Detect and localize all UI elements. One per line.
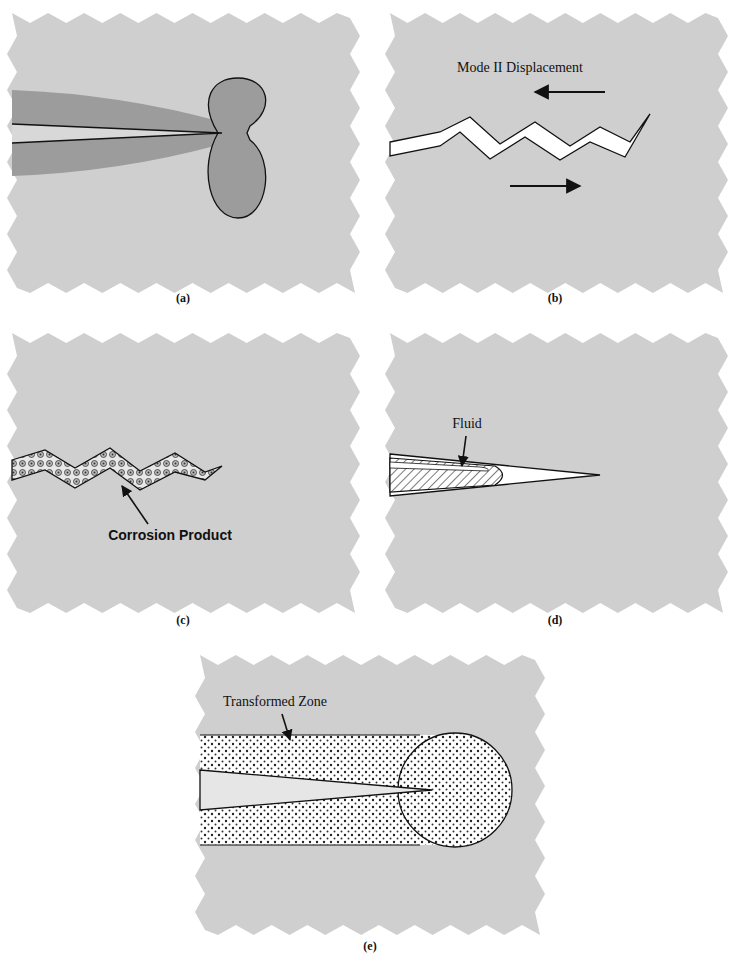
corrosion-label: Corrosion Product xyxy=(108,527,232,543)
fluid-label: Fluid xyxy=(452,416,482,432)
panel-ground xyxy=(7,333,360,613)
panel-ground xyxy=(7,13,360,293)
panel-ground xyxy=(385,13,728,293)
panel-letter: (e) xyxy=(363,940,376,954)
mode-label: Mode II Displacement xyxy=(457,60,583,76)
panel-letter: (d) xyxy=(548,614,563,628)
panel-letter: (c) xyxy=(176,614,189,628)
panel-letter: (b) xyxy=(548,292,563,306)
panel-ground xyxy=(385,333,728,613)
panel-letter: (a) xyxy=(176,292,190,306)
panel-d-figure xyxy=(390,436,600,496)
zone-label: Transformed Zone xyxy=(223,694,327,710)
panel-ground xyxy=(195,655,545,935)
panel-c-figure xyxy=(12,448,222,524)
panel-a-figure xyxy=(12,78,266,218)
panel-b-figure xyxy=(390,92,650,186)
panel-grounds xyxy=(7,13,728,935)
panel-e-figure xyxy=(200,714,512,847)
